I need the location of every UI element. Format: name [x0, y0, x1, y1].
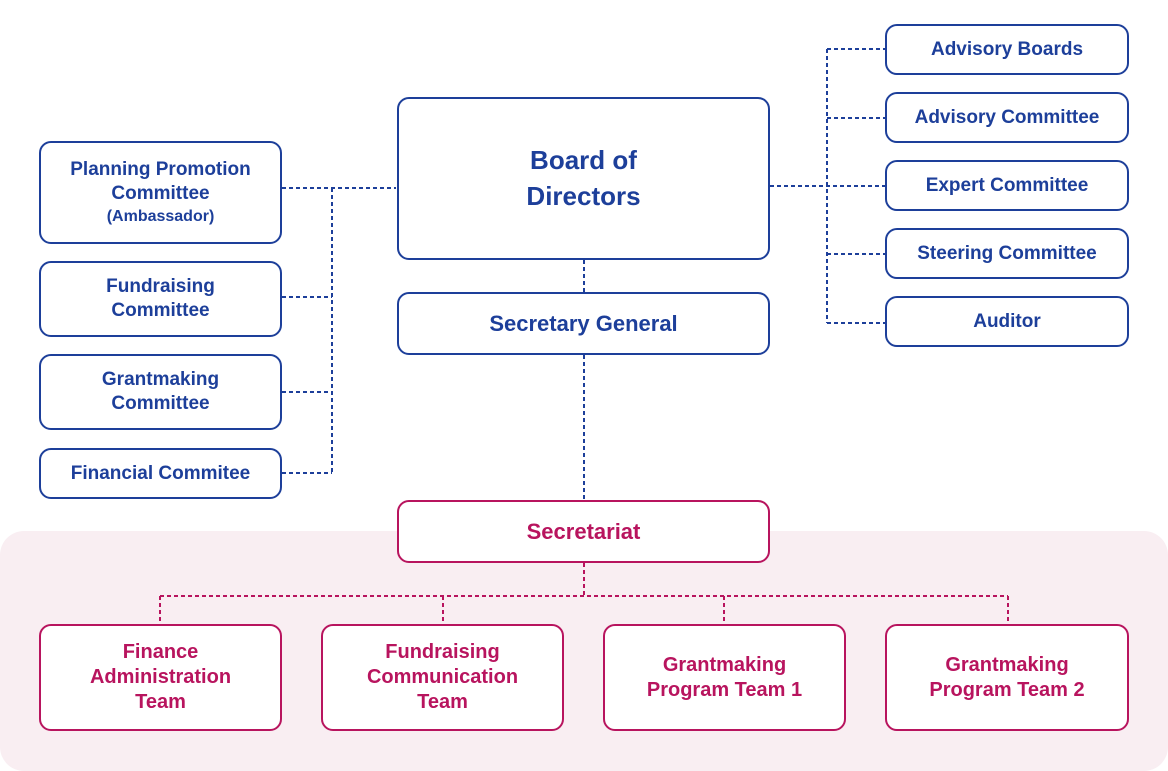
team-label-line: Grantmaking [662, 653, 787, 676]
team-label-line: Team [417, 691, 468, 713]
grantmaking-program-team-2-box: Grantmaking Program Team 2 [885, 624, 1129, 731]
committee-label-line: Committee [111, 393, 210, 414]
committee-label: Advisory Boards [930, 38, 1084, 60]
auditor-box: Auditor [885, 296, 1129, 347]
team-label-line: Communication [366, 666, 519, 688]
committee-label: Expert Committee [925, 174, 1089, 196]
secretary-general-label: Secretary General [489, 310, 678, 336]
team-label-line: Finance [122, 641, 199, 663]
committee-sub-label: (Ambassador) [106, 208, 215, 226]
committee-label-line: Committee [111, 300, 210, 321]
committee-label: Steering Committee [917, 242, 1097, 264]
fundraising-committee-box: Fundraising Committee [39, 261, 282, 337]
committee-label: Advisory Committee [914, 106, 1100, 128]
team-label-line: Administration [89, 666, 232, 688]
advisory-boards-box: Advisory Boards [885, 24, 1129, 75]
team-label-line: Program Team 1 [646, 678, 803, 701]
committee-label-line: Fundraising [106, 276, 215, 298]
steering-committee-box: Steering Committee [885, 228, 1129, 279]
team-label-line: Program Team 2 [929, 678, 1085, 701]
committee-label-line: Grantmaking [101, 369, 220, 391]
grantmaking-committee-box: Grantmaking Committee [39, 354, 282, 430]
committee-label: Auditor [973, 310, 1041, 332]
financial-committee-box: Financial Commitee [39, 448, 282, 499]
expert-committee-box: Expert Committee [885, 160, 1129, 211]
fundraising-communication-team-box: Fundraising Communication Team [321, 624, 564, 731]
finance-administration-team-box: Finance Administration Team [39, 624, 282, 731]
secretariat-label: Secretariat [526, 518, 641, 544]
committee-label-line: Committee [111, 182, 210, 204]
team-label-line: Grantmaking [945, 653, 1069, 676]
grantmaking-program-team-1-box: Grantmaking Program Team 1 [603, 624, 846, 731]
board-of-directors-box: Board of Directors [397, 97, 770, 260]
advisory-committee-box: Advisory Committee [885, 92, 1129, 143]
secretary-general-box: Secretary General [397, 292, 770, 355]
secretariat-box: Secretariat [397, 500, 770, 563]
team-label-line: Fundraising [385, 641, 500, 663]
planning-promotion-committee-box: Planning Promotion Committee (Ambassador… [39, 141, 282, 244]
committee-label-line: Planning Promotion [70, 158, 251, 180]
team-label-line: Team [135, 691, 186, 713]
board-title-line-2: Directors [526, 180, 641, 211]
board-title-line-1: Board of [530, 145, 637, 176]
committee-label-line: Financial Commitee [70, 462, 251, 484]
